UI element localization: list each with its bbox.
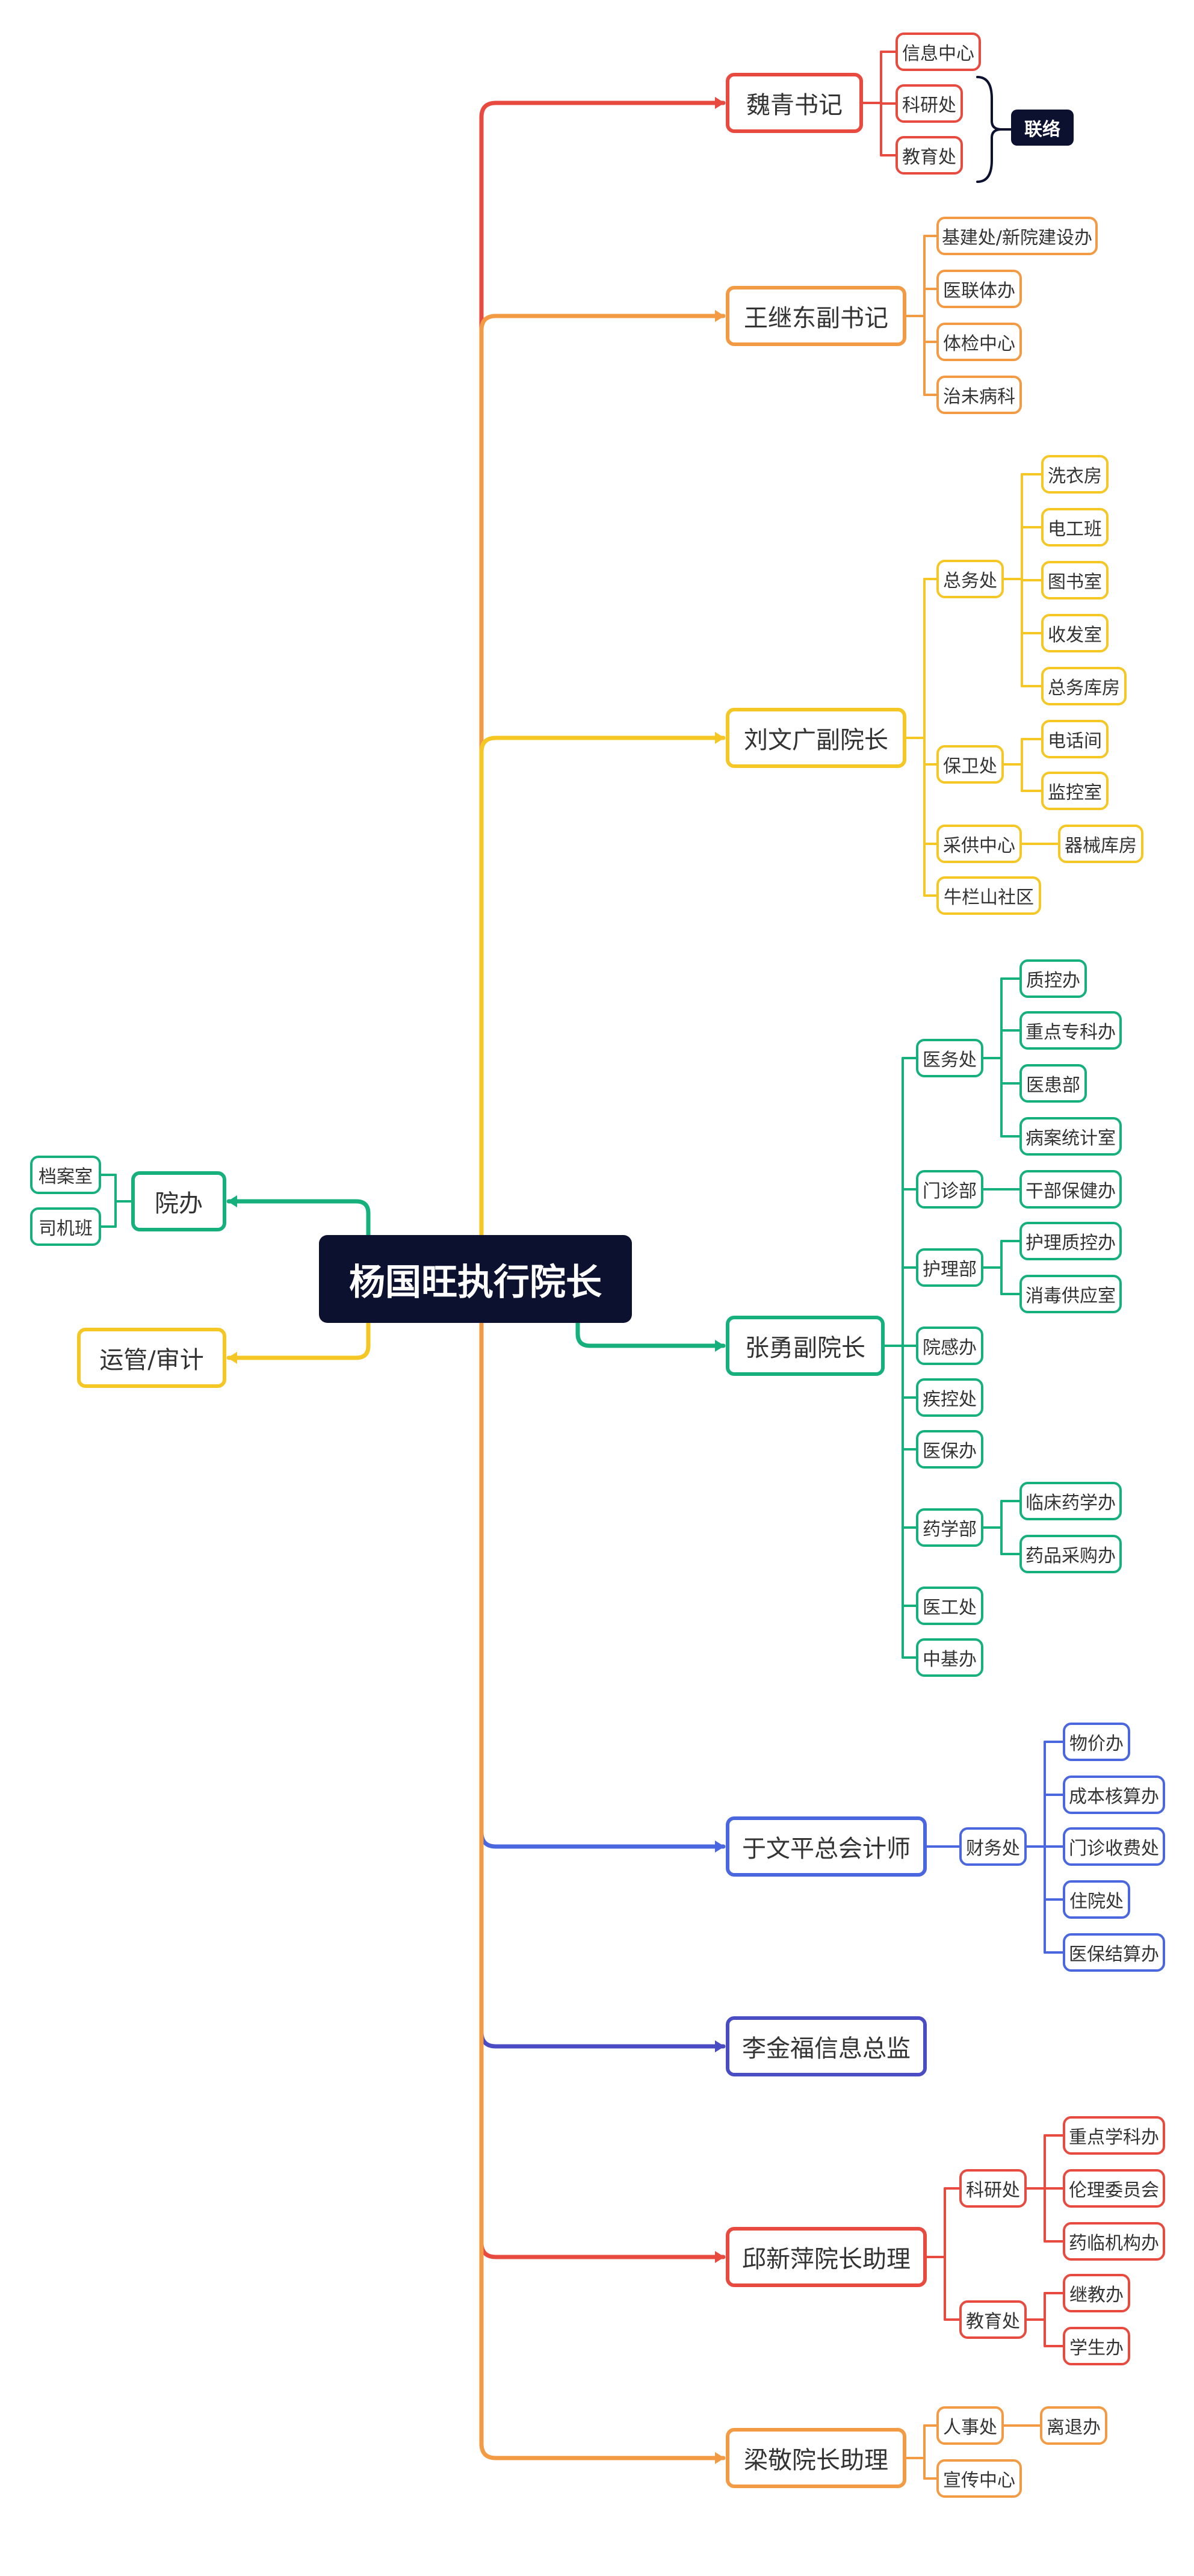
node-yu-caiwu-3[interactable]: 门诊收费处 [1063, 1827, 1165, 1866]
node-zhang-child-8[interactable]: 医工处 [916, 1587, 983, 1625]
node-liu-baowei-2[interactable]: 监控室 [1041, 772, 1109, 810]
node-zhang-child-3[interactable]: 护理部 [916, 1248, 983, 1287]
main-branch-line-1 [479, 101, 726, 1305]
node-liu-child-2[interactable]: 保卫处 [936, 745, 1004, 784]
node-liu-child-4[interactable]: 牛栏山社区 [936, 876, 1041, 915]
node-yunguan[interactable]: 运管/审计 [77, 1328, 226, 1388]
main-branch-line-5 [479, 1252, 726, 2049]
node-wang-child-3[interactable]: 体检中心 [936, 323, 1022, 361]
node-liu-zongwu-5[interactable]: 总务库房 [1041, 667, 1127, 705]
main-branch-arrow-6 [715, 2251, 725, 2263]
node-weiqing[interactable]: 魏青书记 [726, 73, 863, 133]
node-liang-child-1[interactable]: 人事处 [936, 2406, 1004, 2445]
main-branch-arrow-5 [715, 2040, 725, 2052]
node-qiu-child-1[interactable]: 科研处 [959, 2169, 1027, 2208]
root-node[interactable]: 杨国旺执行院长 [319, 1235, 632, 1323]
node-qiu-jiaoyu-2[interactable]: 学生办 [1063, 2327, 1130, 2365]
node-liang-child-2[interactable]: 宣传中心 [936, 2459, 1022, 2498]
node-yu-caiwu-4[interactable]: 住院处 [1063, 1880, 1130, 1919]
node-yu-caiwu-5[interactable]: 医保结算办 [1063, 1933, 1165, 1972]
zhang-branch-arrow [715, 1340, 725, 1352]
node-liu[interactable]: 刘文广副院长 [726, 708, 906, 768]
node-zhang-child-5[interactable]: 疾控处 [916, 1378, 983, 1417]
node-liu-zongwu-3[interactable]: 图书室 [1041, 561, 1109, 599]
node-liu-baowei-1[interactable]: 电话间 [1041, 720, 1109, 758]
node-zhang-yiwu-1[interactable]: 质控办 [1019, 959, 1087, 998]
node-qiu-keyan-3[interactable]: 药临机构办 [1063, 2222, 1165, 2261]
node-liu-child-3[interactable]: 采供中心 [936, 825, 1022, 863]
main-branch-arrow-2 [715, 310, 725, 322]
node-zhang-yiwu-3[interactable]: 医患部 [1019, 1064, 1087, 1103]
node-weiqing-child-2[interactable]: 科研处 [896, 84, 963, 123]
node-zhang-child-7[interactable]: 药学部 [916, 1508, 983, 1547]
node-weiqing-child-3[interactable]: 教育处 [896, 136, 963, 175]
node-qiu-child-2[interactable]: 教育处 [959, 2300, 1027, 2339]
main-branch-arrow-7 [715, 2452, 725, 2464]
node-zhang-child-9[interactable]: 中基办 [916, 1638, 983, 1677]
node-zhang-child-2[interactable]: 门诊部 [916, 1170, 983, 1209]
zhang-branch-line [575, 1321, 726, 1348]
node-yu-child-1[interactable]: 财务处 [959, 1827, 1027, 1866]
node-wang[interactable]: 王继东副书记 [726, 286, 906, 346]
main-branch-arrow-4 [715, 1841, 725, 1853]
main-branch-line-6 [479, 1252, 726, 2259]
node-zhang[interactable]: 张勇副院长 [726, 1316, 885, 1376]
liaison-tag[interactable]: 联络 [1011, 110, 1074, 146]
node-zhang-yaoxue-1[interactable]: 临床药学办 [1019, 1482, 1122, 1520]
node-zhang-huli-2[interactable]: 消毒供应室 [1019, 1275, 1122, 1313]
node-yuanban-child-1[interactable]: 档案室 [30, 1156, 101, 1194]
yunguan-branch-arrow [227, 1352, 237, 1364]
node-qiu-keyan-2[interactable]: 伦理委员会 [1063, 2169, 1165, 2208]
main-branch-arrow-1 [715, 97, 725, 109]
node-zhang-huli-1[interactable]: 护理质控办 [1019, 1222, 1122, 1260]
node-yuanban-child-2[interactable]: 司机班 [30, 1207, 101, 1246]
main-branch-line-3 [479, 735, 726, 1305]
node-li[interactable]: 李金福信息总监 [726, 2016, 927, 2076]
node-qiu[interactable]: 邱新萍院长助理 [726, 2227, 927, 2287]
node-liang[interactable]: 梁敬院长助理 [726, 2428, 906, 2488]
node-yuanban[interactable]: 院办 [131, 1171, 226, 1231]
node-zhang-child-4[interactable]: 院感办 [916, 1327, 983, 1365]
node-zhang-yiwu-4[interactable]: 病案统计室 [1019, 1117, 1122, 1156]
node-yu-caiwu-1[interactable]: 物价办 [1063, 1723, 1130, 1761]
yunguan-branch-line [226, 1321, 371, 1360]
node-zhang-child-6[interactable]: 医保办 [916, 1430, 983, 1469]
node-zhang-menzhen-1[interactable]: 干部保健办 [1019, 1170, 1122, 1209]
node-liu-zongwu-1[interactable]: 洗衣房 [1041, 455, 1109, 494]
node-liang-renshi-1[interactable]: 离退办 [1040, 2406, 1107, 2445]
node-qiu-keyan-1[interactable]: 重点学科办 [1063, 2116, 1165, 2155]
yuanban-branch-line [226, 1199, 371, 1237]
yuanban-branch-arrow [227, 1195, 237, 1207]
main-branch-line-4 [479, 1252, 726, 1849]
main-branch-line-7 [479, 1252, 726, 2460]
node-wang-child-4[interactable]: 治未病科 [936, 376, 1022, 414]
main-branch-line-2 [479, 314, 726, 1305]
node-wang-child-2[interactable]: 医联体办 [936, 270, 1022, 308]
main-branch-arrow-3 [715, 732, 725, 744]
node-zhang-yaoxue-2[interactable]: 药品采购办 [1019, 1535, 1122, 1573]
node-weiqing-child-1[interactable]: 信息中心 [896, 33, 981, 71]
node-qiu-jiaoyu-1[interactable]: 继教办 [1063, 2274, 1130, 2312]
liaison-bracket [976, 76, 1003, 183]
node-liu-zongwu-2[interactable]: 电工班 [1041, 508, 1109, 546]
node-zhang-yiwu-2[interactable]: 重点专科办 [1019, 1011, 1122, 1050]
node-zhang-child-1[interactable]: 医务处 [916, 1039, 983, 1077]
node-yu[interactable]: 于文平总会计师 [726, 1816, 927, 1877]
node-wang-child-1[interactable]: 基建处/新院建设办 [936, 217, 1098, 255]
node-liu-child-1[interactable]: 总务处 [936, 560, 1004, 598]
node-yu-caiwu-2[interactable]: 成本核算办 [1063, 1776, 1165, 1814]
node-liu-caigong-1[interactable]: 器械库房 [1058, 825, 1143, 863]
node-liu-zongwu-4[interactable]: 收发室 [1041, 614, 1109, 652]
